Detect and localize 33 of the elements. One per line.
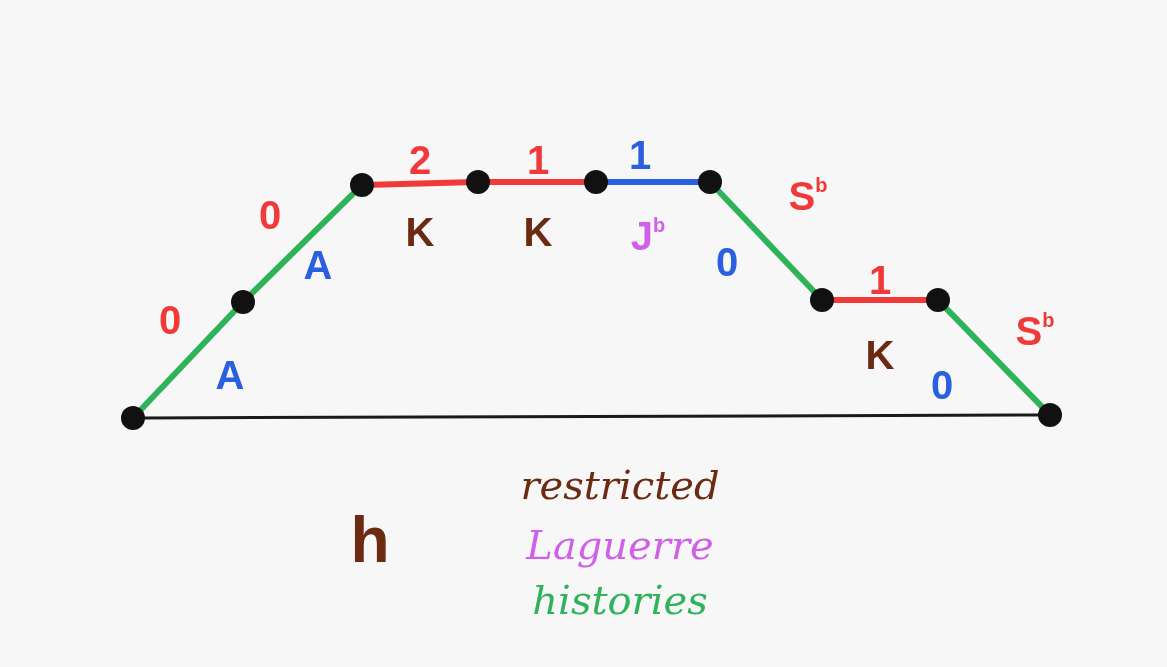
legend-word: histories (532, 580, 708, 620)
step-weight-label: S$^{b}$ (1015, 309, 1055, 351)
path-step (715, 187, 817, 295)
baseline (143, 413, 1040, 420)
vertex-dot (584, 170, 608, 194)
vertex-dot (698, 170, 722, 194)
step-weight-label: S$^{b}$ (788, 174, 828, 216)
path-step (943, 305, 1045, 410)
path-step (248, 190, 357, 297)
step-weight-label: 0 (158, 300, 182, 340)
legend-word: restricted (520, 465, 720, 505)
step-weight-label: 0 (930, 365, 954, 405)
step-weight-label: A (215, 355, 245, 395)
step-weight-label: 0 (258, 195, 282, 235)
step-weight-label: 1 (628, 135, 652, 175)
step-weight-label: K (405, 212, 435, 252)
step-weight-label: K (865, 335, 895, 375)
step-weight-label: 1 (526, 140, 550, 180)
vertex-dot (810, 288, 834, 312)
symbol-label: h (350, 508, 390, 572)
vertex-dot (231, 290, 255, 314)
step-weight-label: J$^{b}$ (630, 214, 666, 256)
step-weight-label: 1 (868, 260, 892, 300)
vertex-dot (121, 406, 145, 430)
step-weight-label: 0 (715, 242, 739, 282)
step-weight-label: 2 (408, 140, 432, 180)
path-step (138, 307, 238, 413)
step-weight-label: A (303, 245, 333, 285)
vertex-dot (1038, 403, 1062, 427)
step-weight-label: K (523, 212, 553, 252)
vertex-dot (466, 170, 490, 194)
vertex-dot (926, 288, 950, 312)
vertex-dot (350, 173, 374, 197)
